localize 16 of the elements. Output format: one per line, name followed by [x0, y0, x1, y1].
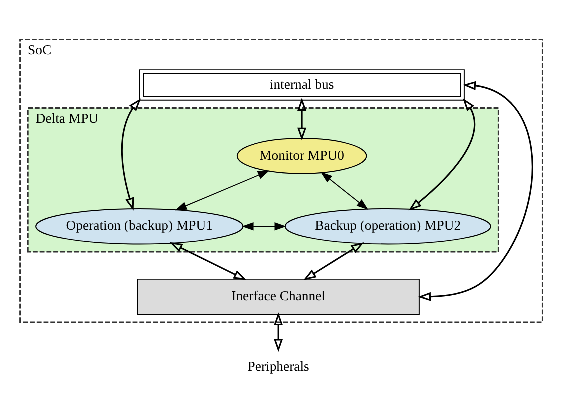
arrow	[418, 81, 534, 302]
arrow	[320, 172, 369, 210]
arrow	[303, 242, 364, 280]
arrow	[298, 98, 307, 141]
arrow	[121, 98, 142, 211]
node-ellipse: Operation (backup) MPU1	[36, 208, 244, 245]
arrow	[242, 222, 287, 231]
node-box: internal bus	[139, 70, 465, 101]
arrow	[408, 98, 476, 211]
node-box: Inerface Channel	[137, 278, 420, 316]
arrow	[170, 242, 247, 280]
node-text: Peripherals	[248, 359, 310, 374]
node-ellipse: Monitor MPU0	[236, 138, 368, 174]
node-ellipse: Backup (operation) MPU2	[284, 208, 492, 245]
arrow	[274, 312, 284, 352]
arrow	[175, 170, 270, 211]
